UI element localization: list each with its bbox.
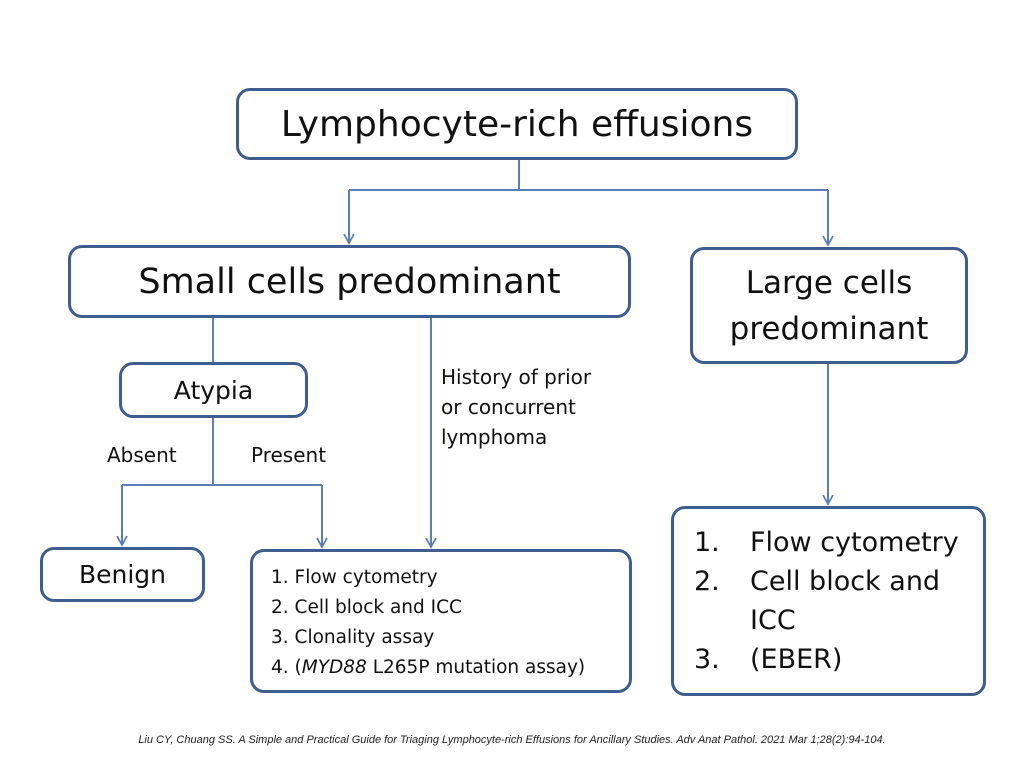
root-node: Lymphocyte-rich effusions <box>236 88 798 160</box>
history-line3: lymphoma <box>441 425 548 449</box>
large-workup-item-number: 2. <box>694 566 720 597</box>
root-title: Lymphocyte-rich effusions <box>280 103 754 145</box>
atypia-node: Atypia <box>119 362 308 418</box>
small-cells-title: Small cells predominant <box>138 261 561 302</box>
present-label: Present <box>251 443 327 467</box>
absent-label: Absent <box>107 443 177 467</box>
large-workup-item-text-line2: ICC <box>750 605 796 636</box>
small-cells-node: Small cells predominant <box>68 245 631 318</box>
history-label: History of prior or concurrent lymphoma <box>441 362 591 452</box>
small-workup-item-number: 4. <box>271 657 289 678</box>
large-cells-node: Large cells predominant <box>690 247 968 364</box>
history-line1: History of prior <box>441 365 592 389</box>
large-workup-node: 1. Flow cytometry 2. Cell block and ICC … <box>671 506 986 696</box>
large-workup-item-text: Flow cytometry <box>750 527 959 558</box>
large-workup-item-text-line1: Cell block and <box>750 566 941 597</box>
benign-node: Benign <box>40 547 205 602</box>
small-workup-item-text-open: ( <box>294 657 302 678</box>
large-workup-item-text: (EBER) <box>750 644 843 675</box>
small-workup-item-text: Clonality assay <box>294 627 435 648</box>
small-workup-item-number: 3. <box>271 627 289 648</box>
small-workup-item-number: 2. <box>271 597 289 618</box>
large-workup-item: 1. Flow cytometry <box>694 523 983 562</box>
small-workup-item-number: 1. <box>271 567 289 588</box>
citation: Liu CY, Chuang SS. A Simple and Practica… <box>138 734 886 746</box>
small-workup-item: 3. Clonality assay <box>271 623 629 653</box>
atypia-title: Atypia <box>173 375 254 405</box>
small-workup-item: 1. Flow cytometry <box>271 563 629 593</box>
small-workup-item-text: Cell block and ICC <box>294 597 462 618</box>
large-workup-item-number: 1. <box>694 527 720 558</box>
large-workup-item-number: 3. <box>694 644 720 675</box>
large-workup-item: 3. (EBER) <box>694 640 983 679</box>
small-workup-item: 2. Cell block and ICC <box>271 593 629 623</box>
small-workup-item: 4. (MYD88 L265P mutation assay) <box>271 653 629 683</box>
small-workup-list: 1. Flow cytometry 2. Cell block and ICC … <box>271 563 629 683</box>
large-workup-item-text-block: Cell block and ICC <box>750 562 940 640</box>
small-workup-node: 1. Flow cytometry 2. Cell block and ICC … <box>250 549 632 693</box>
small-workup-item-text: Flow cytometry <box>294 567 438 588</box>
gene-name-myd88: MYD88 <box>301 657 367 678</box>
large-workup-item: 2. Cell block and ICC <box>694 562 983 640</box>
history-line2: or concurrent <box>441 395 576 419</box>
large-cells-title-line2: predominant <box>729 310 929 347</box>
small-workup-item-text-rest: L265P mutation assay) <box>366 657 586 678</box>
benign-title: Benign <box>78 560 167 589</box>
large-cells-title-line1: Large cells <box>745 264 913 301</box>
